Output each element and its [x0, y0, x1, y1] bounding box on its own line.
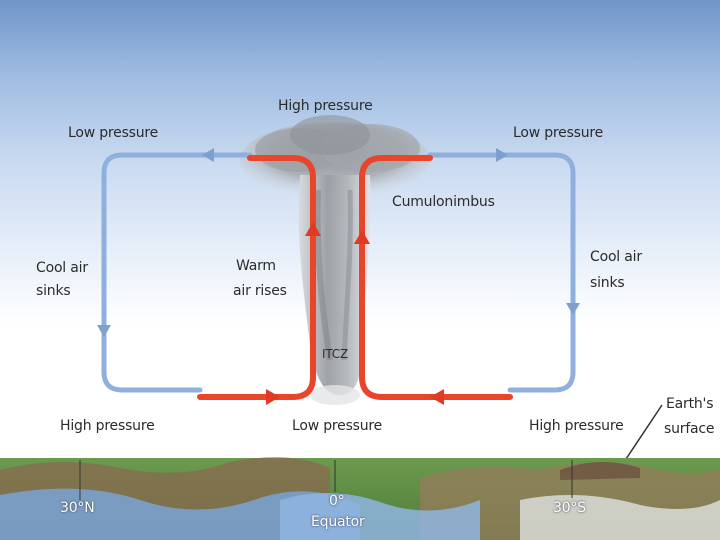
itcz-label: ITCZ: [322, 347, 348, 361]
left-loop-arrow-top: [202, 148, 214, 162]
latitude-30n-label: 30°N: [60, 500, 95, 516]
right-loop-arrow-top: [496, 148, 508, 162]
latitude-30s-label: 30°S: [553, 500, 586, 516]
left-cool-air-loop: [101, 152, 253, 393]
left-warm-arrow-up: [305, 222, 321, 236]
center-low-pressure-label: Low pressure: [292, 418, 383, 434]
right-loop-arrow-down: [566, 303, 580, 315]
left-warm-air-path: [197, 155, 316, 400]
right-warm-arrow-up: [354, 230, 370, 244]
right-warm-arrow-surface: [430, 389, 444, 405]
right-cool-air-loop: [427, 152, 576, 393]
left-cool-air-sinks-line1: Cool air: [36, 260, 88, 276]
left-high-pressure-label: High pressure: [60, 418, 155, 434]
equator-label: Equator: [311, 514, 365, 530]
warm-air-rises-line2: air rises: [233, 283, 287, 299]
cumulonimbus-label: Cumulonimbus: [392, 194, 495, 210]
top-high-pressure-label: High pressure: [278, 98, 373, 114]
left-low-pressure-label: Low pressure: [68, 125, 159, 141]
earths-surface-leader-line: [623, 404, 663, 463]
right-high-pressure-label: High pressure: [529, 418, 624, 434]
left-cool-air-sinks-line2: sinks: [36, 283, 71, 299]
latitude-0-label: 0°: [329, 493, 345, 509]
earths-surface-line1: Earth's: [666, 396, 714, 412]
cumulonimbus-cloud: [240, 115, 430, 405]
earth-surface-ground: [0, 457, 720, 540]
right-low-pressure-label: Low pressure: [513, 125, 604, 141]
left-loop-arrow-down: [97, 325, 111, 337]
right-cool-air-sinks-line2: sinks: [590, 275, 625, 291]
right-cool-air-sinks-line1: Cool air: [590, 249, 642, 265]
earths-surface-line2: surface: [664, 421, 715, 437]
right-warm-air-path: [359, 155, 513, 400]
left-warm-arrow-surface: [266, 389, 280, 405]
warm-air-rises-line1: Warm: [236, 258, 276, 274]
